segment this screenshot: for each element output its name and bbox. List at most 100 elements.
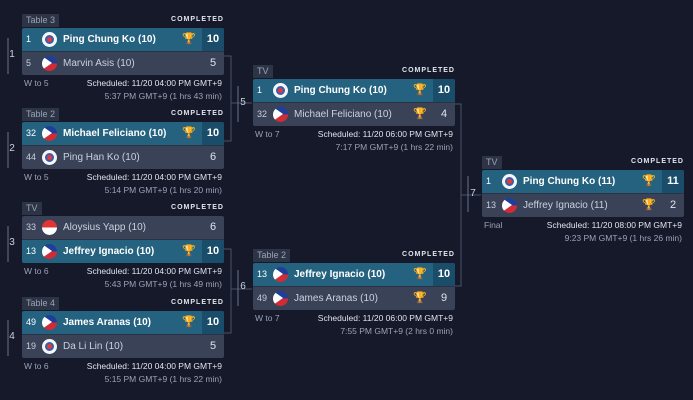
winner-advances-label: W to 6 [24, 266, 49, 276]
seed-number: 19 [26, 341, 37, 351]
trophy-icon: 🏆 [413, 292, 427, 304]
scheduled-time: Scheduled: 11/20 06:00 PM GMT+9 [317, 129, 453, 139]
player-name: Marvin Asis (10) [63, 58, 135, 69]
player-score: 11 [662, 170, 684, 193]
player-row[interactable]: 33 Aloysius Yapp (10) 6 [22, 216, 224, 240]
table-tag: Table 3 [22, 14, 60, 27]
table-tag: TV [253, 65, 273, 78]
player-row[interactable]: 19 Da Li Lin (10) 5 [22, 335, 224, 358]
actual-time: 7:55 PM GMT+9 (2 hrs 0 min) [340, 326, 453, 336]
player-name: Aloysius Yapp (10) [63, 222, 147, 233]
seed-number: 1 [257, 85, 263, 95]
player-row[interactable]: 1 Ping Chung Ko (11) 🏆 11 [482, 170, 684, 194]
match-number: 5 [240, 97, 246, 108]
match-number: 3 [9, 237, 15, 248]
scheduled-time: Scheduled: 11/20 06:00 PM GMT+9 [317, 313, 453, 323]
seed-number: 13 [257, 269, 268, 279]
player-score: 10 [202, 28, 224, 51]
match-number: 7 [470, 188, 476, 199]
winner-advances-label: W to 6 [24, 361, 49, 371]
chinese-taipei-flag-icon [502, 174, 517, 189]
player-name: Michael Feliciano (10) [294, 109, 392, 120]
chinese-taipei-flag-icon [42, 150, 57, 165]
actual-time: 5:43 PM GMT+9 (1 hrs 49 min) [104, 279, 222, 289]
seed-number: 49 [26, 317, 37, 327]
seed-number: 49 [257, 293, 268, 303]
seed-number: 13 [26, 246, 37, 256]
player-score: 10 [202, 122, 224, 145]
player-row[interactable]: 32 Michael Feliciano (10) 🏆 10 [22, 122, 224, 146]
match-card-5[interactable]: TV COMPLETED 1 Ping Chung Ko (10) 🏆 10 32… [253, 65, 455, 152]
scheduled-time: Scheduled: 11/20 04:00 PM GMT+9 [86, 361, 222, 371]
actual-time: 9:23 PM GMT+9 (1 hrs 26 min) [564, 233, 682, 243]
round-label: Final [484, 220, 503, 230]
chinese-taipei-flag-icon [273, 83, 288, 98]
player-row[interactable]: 1 Ping Chung Ko (10) 🏆 10 [253, 79, 455, 103]
player-row[interactable]: 13 Jeffrey Ignacio (10) 🏆 10 [22, 240, 224, 263]
table-tag: TV [482, 156, 502, 169]
player-row[interactable]: 13 Jeffrey Ignacio (10) 🏆 10 [253, 263, 455, 287]
trophy-icon: 🏆 [413, 268, 427, 280]
philippines-flag-icon [42, 315, 57, 330]
player-name: Michael Feliciano (10) [63, 128, 167, 139]
player-row[interactable]: 1 Ping Chung Ko (10) 🏆 10 [22, 28, 224, 52]
winner-advances-label: W to 7 [255, 313, 280, 323]
seed-number: 1 [486, 176, 492, 186]
philippines-flag-icon [42, 126, 57, 141]
trophy-icon: 🏆 [413, 108, 427, 120]
trophy-icon: 🏆 [182, 245, 196, 257]
philippines-flag-icon [273, 267, 288, 282]
match-number: 6 [240, 281, 246, 292]
player-name: James Aranas (10) [294, 293, 378, 304]
player-row[interactable]: 44 Ping Han Ko (10) 6 [22, 146, 224, 169]
player-row[interactable]: 5 Marvin Asis (10) 5 [22, 52, 224, 75]
player-name: Jeffrey Ignacio (10) [294, 269, 386, 280]
status-label: COMPLETED [402, 251, 455, 258]
scheduled-time: Scheduled: 11/20 04:00 PM GMT+9 [86, 266, 222, 276]
player-name: Ping Chung Ko (10) [294, 85, 387, 96]
winner-advances-label: W to 5 [24, 172, 49, 182]
status-label: COMPLETED [171, 204, 224, 211]
player-name: Ping Chung Ko (10) [63, 34, 156, 45]
player-score: 10 [202, 240, 224, 263]
chinese-taipei-flag-icon [42, 32, 57, 47]
match-card-1[interactable]: Table 3 COMPLETED 1 Ping Chung Ko (10) 🏆 … [22, 14, 224, 101]
philippines-flag-icon [502, 198, 517, 213]
match-number: 2 [9, 143, 15, 154]
player-name: Ping Han Ko (10) [63, 152, 140, 163]
singapore-flag-icon [42, 220, 57, 235]
player-score: 10 [433, 263, 455, 286]
trophy-icon: 🏆 [182, 316, 196, 328]
status-label: COMPLETED [171, 299, 224, 306]
table-tag: Table 2 [253, 249, 291, 262]
player-score: 5 [209, 57, 217, 69]
player-row[interactable]: 13 Jeffrey Ignacio (11) 🏆 2 [482, 194, 684, 217]
player-score: 2 [669, 199, 677, 211]
player-score: 9 [440, 292, 448, 304]
status-label: COMPLETED [402, 67, 455, 74]
actual-time: 5:15 PM GMT+9 (1 hrs 22 min) [104, 374, 222, 384]
player-row[interactable]: 49 James Aranas (10) 🏆 10 [22, 311, 224, 335]
match-card-6[interactable]: Table 2 COMPLETED 13 Jeffrey Ignacio (10)… [253, 249, 455, 336]
player-row[interactable]: 32 Michael Feliciano (10) 🏆 4 [253, 103, 455, 126]
player-row[interactable]: 49 James Aranas (10) 🏆 9 [253, 287, 455, 310]
actual-time: 7:17 PM GMT+9 (1 hrs 22 min) [335, 142, 453, 152]
player-name: James Aranas (10) [63, 317, 152, 328]
philippines-flag-icon [273, 107, 288, 122]
player-score: 5 [209, 340, 217, 352]
player-score: 4 [440, 108, 448, 120]
status-label: COMPLETED [171, 16, 224, 23]
player-score: 6 [209, 221, 217, 233]
scheduled-time: Scheduled: 11/20 04:00 PM GMT+9 [86, 172, 222, 182]
seed-number: 33 [26, 222, 37, 232]
status-label: COMPLETED [631, 158, 684, 165]
match-card-7-final[interactable]: TV COMPLETED 1 Ping Chung Ko (11) 🏆 11 13… [482, 156, 684, 243]
actual-time: 5:37 PM GMT+9 (1 hrs 43 min) [104, 91, 222, 101]
status-label: COMPLETED [171, 110, 224, 117]
trophy-icon: 🏆 [182, 127, 196, 139]
